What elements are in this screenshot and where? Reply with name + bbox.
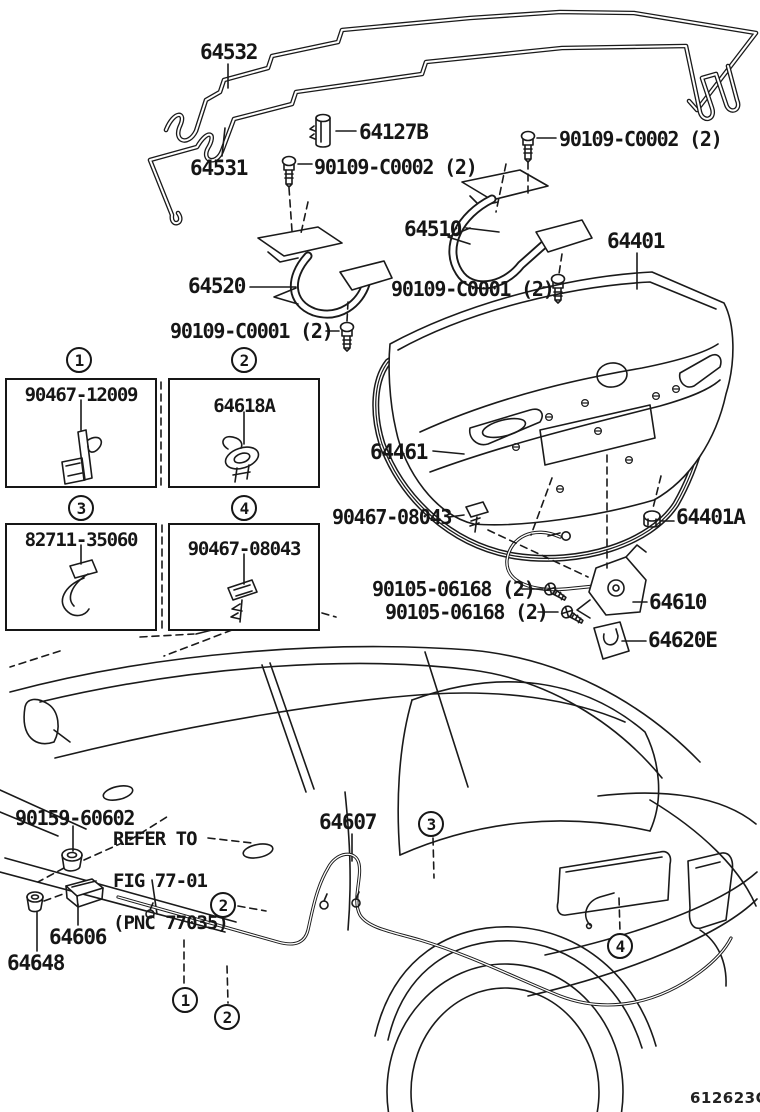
hinge-64510-drawing — [447, 169, 593, 290]
detail-box1-number: 1 — [66, 347, 92, 373]
clip-icon-90467-08043-mid — [465, 501, 489, 533]
detail-box3-part: 82711-35060 — [24, 529, 139, 551]
part-label-90105-06168-b: 90105-06168 (2) — [385, 600, 549, 624]
dashed-leaders — [9, 161, 662, 1004]
marker-circle-2-wheel: 2 — [214, 1004, 240, 1030]
part-label-64401: 64401 — [607, 229, 665, 253]
part-label-90109-c0002-left: 90109-C0002 (2) — [314, 155, 478, 179]
detail-box-4: 90467-08043 — [168, 523, 320, 631]
marker-circle-1-wheel: 1 — [172, 987, 198, 1013]
detail-box4-part: 90467-08043 — [187, 538, 302, 560]
grommet-icon-90159 — [61, 848, 83, 872]
torsion-bar-64532-drawing — [163, 9, 759, 143]
refer-note-line3: (PNC 77035) — [113, 912, 229, 934]
part-label-64606: 64606 — [49, 925, 107, 949]
box1-clip-drawing — [61, 399, 103, 485]
bolt-icon-90109-c0002-right — [520, 130, 536, 163]
detail-box2-part: 64618A — [213, 395, 276, 417]
part-label-64531: 64531 — [190, 156, 248, 180]
detail-box2-number: 2 — [231, 347, 257, 373]
detail-box-2: 64618A — [168, 378, 320, 488]
bolt-icon-90109-c0001-right — [550, 273, 566, 304]
trunk-lid-64401-drawing — [388, 271, 734, 526]
refer-note: REFER TO FIG 77-01 (PNC 77035) — [113, 828, 229, 934]
part-label-64610: 64610 — [649, 590, 707, 614]
detail-box4-number: 4 — [231, 495, 257, 521]
drawing-code: 612623C — [690, 1089, 760, 1107]
part-label-64520: 64520 — [188, 274, 246, 298]
lock-64610-drawing — [576, 544, 647, 619]
screw-icon-90105-a — [543, 582, 567, 601]
refer-note-line1: REFER TO — [113, 828, 198, 850]
part-label-64607: 64607 — [319, 810, 377, 834]
part-label-90109-c0001-right: 90109-C0001 (2) — [391, 277, 555, 301]
lid-fastener-marks — [511, 385, 680, 494]
part-label-90159-60602: 90159-60602 — [15, 806, 135, 830]
marker-circle-2-rocker: 2 — [210, 892, 236, 918]
cable-64607-drawing — [116, 852, 733, 1007]
detail-box1-part: 90467-12009 — [24, 384, 139, 406]
box2-clip-drawing — [222, 411, 260, 483]
bolt-icon-90109-c0002-left — [281, 155, 297, 188]
part-label-90467-08043: 90467-08043 — [332, 505, 452, 529]
striker-64620E-drawing — [593, 621, 630, 660]
part-label-64532: 64532 — [200, 40, 258, 64]
car-body-drawing — [0, 645, 758, 1112]
clip-icon-64127B — [309, 113, 331, 148]
connector-icon-64606 — [65, 878, 104, 908]
detail-box-1: 90467-12009 — [5, 378, 157, 488]
part-label-64127B: 64127B — [359, 120, 429, 144]
box3-clip-drawing — [61, 544, 98, 617]
hinge-64520-drawing — [257, 226, 393, 319]
refer-note-line2: FIG 77-01 — [113, 870, 208, 892]
part-label-90109-c0001-left: 90109-C0001 (2) — [170, 319, 334, 343]
marker-circle-4-trunk: 4 — [607, 933, 633, 959]
screw-icon-90105-b — [560, 605, 584, 624]
part-label-64620E: 64620E — [648, 628, 718, 652]
detail-box3-number: 3 — [68, 495, 94, 521]
part-label-90105-06168-a: 90105-06168 (2) — [372, 577, 536, 601]
nut-icon-64401A — [643, 510, 661, 528]
part-label-64401A: 64401A — [676, 505, 746, 529]
part-label-90109-c0002-right: 90109-C0002 (2) — [559, 127, 723, 151]
bolt-icon-90109-c0001-left — [339, 321, 355, 352]
box4-clip-drawing — [227, 553, 258, 623]
part-label-64510: 64510 — [404, 217, 462, 241]
marker-circle-3-cable: 3 — [418, 811, 444, 837]
grommet-icon-64648 — [26, 891, 44, 913]
part-label-64648: 64648 — [7, 951, 65, 975]
detail-box-3: 82711-35060 — [5, 523, 157, 631]
part-label-64461: 64461 — [370, 440, 428, 464]
